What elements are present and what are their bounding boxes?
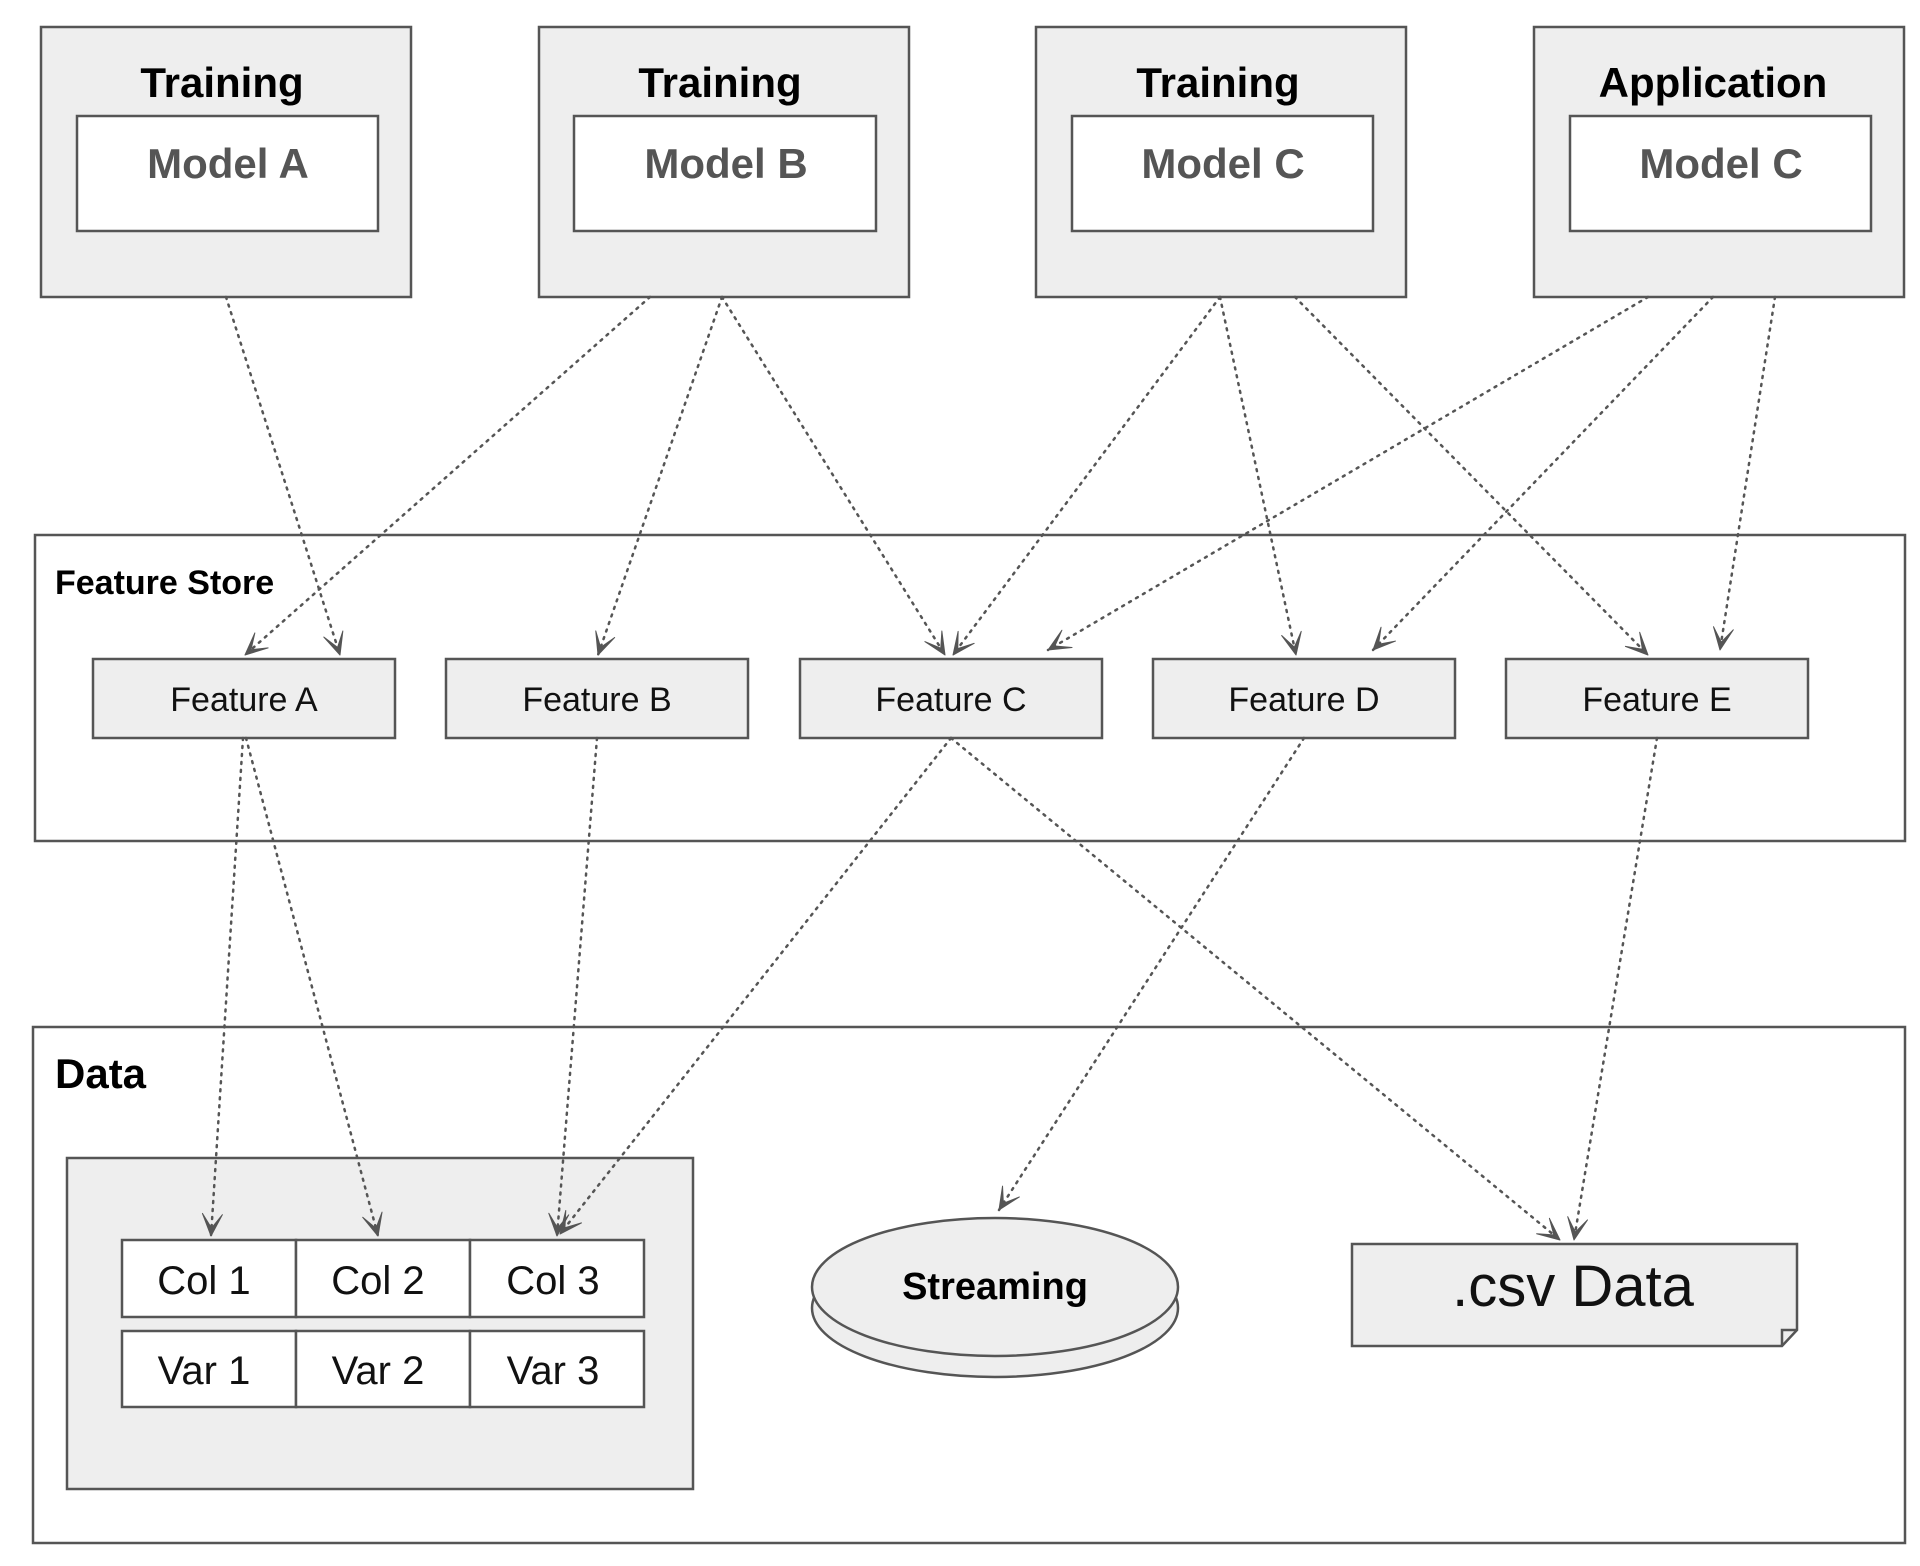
table-value-cell: Var 2 [332, 1349, 425, 1393]
table-value-row: Var 1 Var 2 Var 3 [120, 1329, 646, 1409]
connector-line [555, 736, 599, 1238]
connector-line [1572, 736, 1659, 1242]
model-box-training-c[interactable]: Training Model C [1034, 25, 1408, 299]
connector-fd-to-streaming [997, 736, 1306, 1212]
connector-fa-to-col2 [244, 736, 383, 1238]
connector-m4-to-fe [1713, 295, 1777, 652]
connector-fb-to-col3 [548, 736, 599, 1238]
connector-line [949, 736, 1562, 1242]
connector-line [596, 295, 724, 657]
connector-m4-to-fd [1371, 295, 1715, 652]
data-title: Data [55, 1050, 147, 1097]
arrowhead-icon [1713, 626, 1734, 651]
connector-line [720, 295, 947, 657]
arrowhead-icon [1281, 630, 1302, 656]
arrowhead-icon [952, 630, 975, 656]
connector-m1-to-fa [224, 295, 344, 657]
connector-line [243, 295, 652, 657]
streaming-source[interactable]: Streaming [810, 1216, 1180, 1379]
feature-box-b[interactable]: Feature B [444, 657, 750, 740]
connector-line [997, 736, 1306, 1212]
feature-label: Feature E [1582, 681, 1731, 719]
connector-line [1218, 295, 1298, 657]
connector-line [224, 295, 342, 657]
connector-m3-to-fc [951, 295, 1222, 657]
feature-store-title: Feature Store [55, 564, 274, 602]
feature-label: Feature A [170, 681, 318, 719]
connector-line [1293, 295, 1650, 657]
model-box-training-b[interactable]: Training Model B [537, 25, 911, 299]
feature-box-d[interactable]: Feature D [1151, 657, 1457, 740]
arrowhead-icon [548, 1212, 570, 1237]
model-role-label: Training [638, 59, 801, 106]
table-source[interactable]: Col 1 Col 2 Col 3 Var 1 Var 2 Var 3 [65, 1156, 695, 1491]
model-role-label: Application [1599, 59, 1828, 106]
table-value-cell: Var 3 [507, 1349, 600, 1393]
connector-fc-to-csv [949, 736, 1562, 1242]
connector-fa-to-col1 [201, 736, 245, 1238]
csv-label: .csv Data [1452, 1254, 1694, 1319]
feature-box-e[interactable]: Feature E [1504, 657, 1810, 740]
connector-line [1371, 295, 1715, 652]
feature-box-c[interactable]: Feature C [798, 657, 1104, 740]
model-name-label: Model B [644, 140, 807, 187]
model-role-label: Training [1136, 59, 1299, 106]
feature-label: Feature B [522, 681, 671, 719]
connector-m2-to-fa [243, 295, 652, 657]
arrowhead-icon [1624, 631, 1649, 656]
connector-line [951, 295, 1222, 657]
arrowhead-icon [1536, 1217, 1561, 1241]
model-name-label: Model C [1639, 140, 1802, 187]
table-header-cell: Col 1 [157, 1259, 250, 1303]
feature-label: Feature C [875, 681, 1026, 719]
feature-box-a[interactable]: Feature A [91, 657, 397, 740]
streaming-label: Streaming [902, 1266, 1088, 1308]
arrowhead-icon [924, 630, 946, 656]
arrowhead-icon [201, 1212, 223, 1237]
table-header-cell: Col 3 [506, 1259, 599, 1303]
connector-fe-to-csv [1567, 736, 1659, 1242]
connector-m4-to-fc [1046, 295, 1650, 652]
model-box-application-c[interactable]: Application Model C [1532, 25, 1906, 299]
table-header-cell: Col 2 [331, 1259, 424, 1303]
connector-m2-to-fc [720, 295, 947, 657]
arrowhead-icon [323, 630, 344, 656]
csv-source[interactable]: .csv Data [1350, 1242, 1799, 1348]
connector-line [244, 736, 380, 1238]
arrowhead-icon [1372, 626, 1396, 651]
arrowhead-icon [244, 632, 269, 656]
arrowhead-icon [1567, 1216, 1588, 1241]
table-header-row: Col 1 Col 2 Col 3 [120, 1238, 646, 1319]
model-box-training-a[interactable]: Training Model A [39, 25, 413, 299]
arrowhead-icon [1047, 629, 1073, 651]
arrowhead-icon [998, 1185, 1020, 1211]
arrowhead-icon [362, 1211, 383, 1237]
connector-m2-to-fb [595, 295, 724, 657]
model-role-label: Training [140, 59, 303, 106]
connector-m3-to-fd [1218, 295, 1302, 657]
connector-fc-to-col3 [558, 736, 953, 1236]
connector-m3-to-fe [1293, 295, 1650, 657]
feature-label: Feature D [1228, 681, 1379, 719]
connector-line [558, 736, 953, 1236]
connectors [201, 295, 1777, 1242]
model-name-label: Model C [1141, 140, 1304, 187]
model-name-label: Model A [147, 140, 309, 187]
arrowhead-icon [595, 630, 616, 656]
arrowhead-icon [559, 1210, 582, 1235]
connector-line [1718, 295, 1777, 652]
table-value-cell: Var 1 [158, 1349, 251, 1393]
connector-line [209, 736, 245, 1238]
